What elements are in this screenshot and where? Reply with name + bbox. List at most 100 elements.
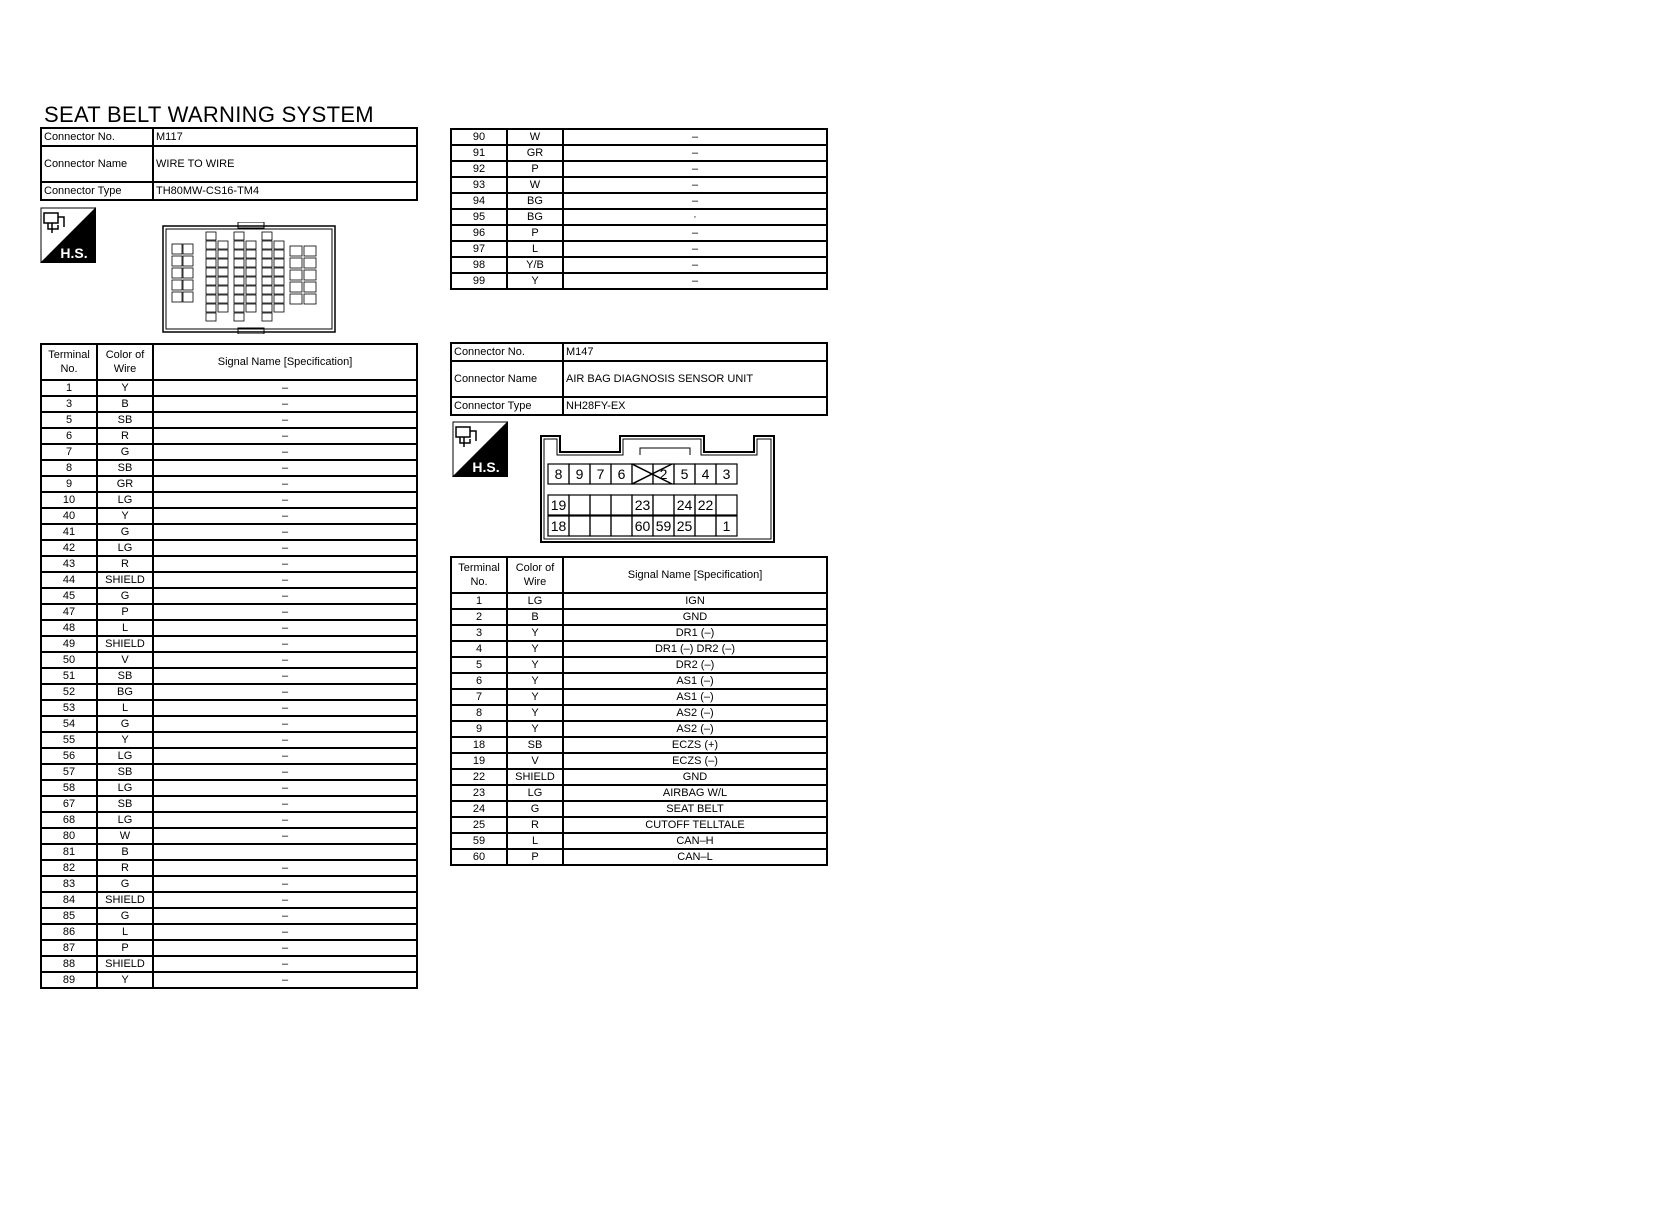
signal-name-cell: –	[152, 955, 418, 973]
wire-color-cell: SHIELD	[96, 955, 154, 973]
signal-header: Signal Name [Specification]	[562, 556, 828, 594]
pin-cell	[205, 249, 217, 259]
terminal-cell: 9	[450, 720, 508, 738]
signal-header: Signal Name [Specification]	[152, 343, 418, 381]
wire-color-cell: LG	[96, 747, 154, 765]
signal-name-cell: –	[152, 651, 418, 669]
pin-cell	[205, 231, 217, 241]
signal-name-cell: –	[152, 635, 418, 653]
pin-label: 60	[635, 518, 651, 534]
pin-cell	[182, 255, 194, 267]
pin-label: 59	[656, 518, 672, 534]
pin-label: 22	[698, 497, 714, 513]
pin-cell	[261, 303, 273, 313]
wire-color-cell: Y	[96, 971, 154, 989]
signal-name-cell: –	[562, 192, 828, 210]
signal-name-cell	[152, 843, 418, 861]
pin-cell	[303, 269, 317, 281]
wire-color-cell: GR	[96, 475, 154, 493]
wire-color-cell: SHIELD	[96, 891, 154, 909]
pin-label: 9	[576, 466, 584, 482]
signal-name-cell: –	[562, 224, 828, 242]
pin-cell	[171, 279, 183, 291]
pin-cell	[245, 285, 257, 295]
wire-color-cell: Y	[506, 720, 564, 738]
terminal-cell: 93	[450, 176, 508, 194]
wire-color-cell: W	[96, 827, 154, 845]
pin-label: 2	[660, 466, 668, 482]
terminal-cell: 9	[40, 475, 98, 493]
terminal-cell: 49	[40, 635, 98, 653]
terminal-cell: 18	[450, 736, 508, 754]
pin-cell	[217, 249, 229, 259]
signal-name-cell: –	[152, 587, 418, 605]
pin-cell	[289, 269, 303, 281]
terminal-cell: 96	[450, 224, 508, 242]
pin-cell	[205, 276, 217, 286]
signal-name-cell: DR1 (–)	[562, 624, 828, 642]
terminal-cell: 55	[40, 731, 98, 749]
signal-name-cell: –	[152, 859, 418, 877]
wire-color-cell: LG	[506, 592, 564, 610]
signal-name-cell: –	[152, 667, 418, 685]
pin-label: 6	[618, 466, 626, 482]
pin-label: 7	[597, 466, 605, 482]
terminal-cell: 1	[40, 379, 98, 397]
signal-name-cell: –	[152, 779, 418, 797]
terminal-cell: 23	[450, 784, 508, 802]
wire-color-cell: SB	[96, 763, 154, 781]
terminal-cell: 86	[40, 923, 98, 941]
pin-cell	[273, 276, 285, 286]
pin-label: 4	[702, 466, 710, 482]
terminal-cell: 50	[40, 651, 98, 669]
terminal-cell: 40	[40, 507, 98, 525]
terminal-cell: 47	[40, 603, 98, 621]
connector-type-label: Connector Type	[40, 181, 154, 201]
signal-name-cell: AIRBAG W/L	[562, 784, 828, 802]
signal-name-cell: –	[152, 571, 418, 589]
wire-color-cell: LG	[506, 784, 564, 802]
connector-type-value: NH28FY-EX	[562, 396, 828, 416]
wire-color-cell: G	[96, 587, 154, 605]
page-title: SEAT BELT WARNING SYSTEM	[44, 102, 374, 127]
signal-name-cell: –	[152, 939, 418, 957]
pin-cell	[217, 240, 229, 250]
terminal-cell: 43	[40, 555, 98, 573]
terminal-cell: 54	[40, 715, 98, 733]
signal-name-cell: –	[152, 619, 418, 637]
wire-color-cell: L	[506, 240, 564, 258]
pin-cell	[610, 515, 633, 537]
pin-cell	[217, 294, 229, 304]
hs-label: H.S.	[60, 245, 87, 261]
wire-color-cell: BG	[506, 208, 564, 226]
pin-cell	[233, 294, 245, 304]
pin-cell	[568, 515, 591, 537]
wire-color-cell: BG	[96, 683, 154, 701]
signal-name-cell: SEAT BELT	[562, 800, 828, 818]
terminal-cell: 68	[40, 811, 98, 829]
wire-color-cell: SB	[96, 795, 154, 813]
terminal-cell: 48	[40, 619, 98, 637]
signal-name-cell: –	[152, 971, 418, 989]
pin-cell	[289, 257, 303, 269]
wire-color-cell: SB	[506, 736, 564, 754]
pin-label: 23	[635, 497, 651, 513]
wire-color-cell: Y	[506, 704, 564, 722]
